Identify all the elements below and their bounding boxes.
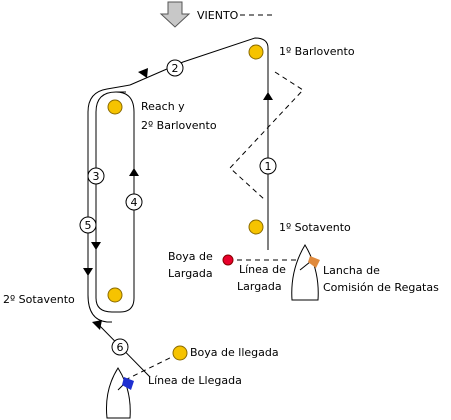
sotavento-1-buoy bbox=[248, 219, 264, 235]
leg-marker-5: 5 bbox=[79, 216, 97, 234]
committee-boat bbox=[291, 244, 320, 301]
barlovento-1-buoy bbox=[248, 44, 264, 60]
arrow-down-icon bbox=[83, 268, 93, 276]
leg-marker-6: 6 bbox=[111, 338, 129, 356]
course-inner-loop bbox=[95, 91, 135, 313]
committee-label-line1: Lancha de bbox=[323, 264, 380, 277]
arrow-up-icon bbox=[263, 92, 273, 100]
arrow-down-icon bbox=[91, 242, 101, 250]
svg-text:2: 2 bbox=[172, 62, 179, 75]
svg-text:6: 6 bbox=[117, 341, 124, 354]
course-outer-loop bbox=[87, 84, 131, 323]
wind-arrow-icon bbox=[159, 1, 191, 28]
start-buoy-label-line2: Largada bbox=[168, 267, 213, 280]
arrow-up-icon bbox=[129, 168, 139, 176]
start-line-label-line1: Línea de bbox=[239, 263, 286, 276]
svg-text:4: 4 bbox=[131, 196, 138, 209]
barlovento-1-label: 1º Barlovento bbox=[279, 45, 355, 58]
start-buoy bbox=[222, 254, 234, 266]
reach-label-line2: 2º Barlovento bbox=[141, 119, 217, 132]
svg-text:5: 5 bbox=[85, 219, 92, 232]
finish-boat bbox=[106, 367, 134, 419]
svg-text:1: 1 bbox=[265, 160, 272, 173]
course-top-turn bbox=[129, 37, 269, 86]
reach-label-line1: Reach y bbox=[141, 100, 185, 113]
leg-marker-3: 3 bbox=[87, 167, 105, 185]
leg-marker-4: 4 bbox=[125, 193, 143, 211]
arrow-left-icon bbox=[138, 68, 148, 78]
finish-buoy-label: Boya de llegada bbox=[190, 346, 279, 359]
finish-line-label: Línea de Llegada bbox=[148, 374, 242, 387]
finish-line bbox=[124, 352, 181, 381]
start-buoy-label-line1: Boya de bbox=[168, 250, 213, 263]
reach-buoy bbox=[107, 99, 123, 115]
sotavento-1-label: 1º Sotavento bbox=[279, 221, 351, 234]
start-line-label-line2: Largada bbox=[237, 280, 282, 293]
offset-leg bbox=[229, 71, 304, 201]
leg-marker-1: 1 bbox=[259, 157, 277, 175]
committee-label-line2: Comisión de Regatas bbox=[323, 281, 439, 294]
committee-flag-icon bbox=[308, 256, 320, 268]
svg-text:3: 3 bbox=[93, 170, 100, 183]
leg-marker-2: 2 bbox=[166, 59, 184, 77]
wind-label: VIENTO bbox=[197, 9, 239, 22]
finish-flag-icon bbox=[122, 377, 134, 390]
arrow-down-icon bbox=[92, 320, 102, 330]
sotavento-2-label: 2º Sotavento bbox=[3, 293, 75, 306]
finish-buoy bbox=[172, 345, 188, 361]
sotavento-2-buoy bbox=[107, 287, 123, 303]
